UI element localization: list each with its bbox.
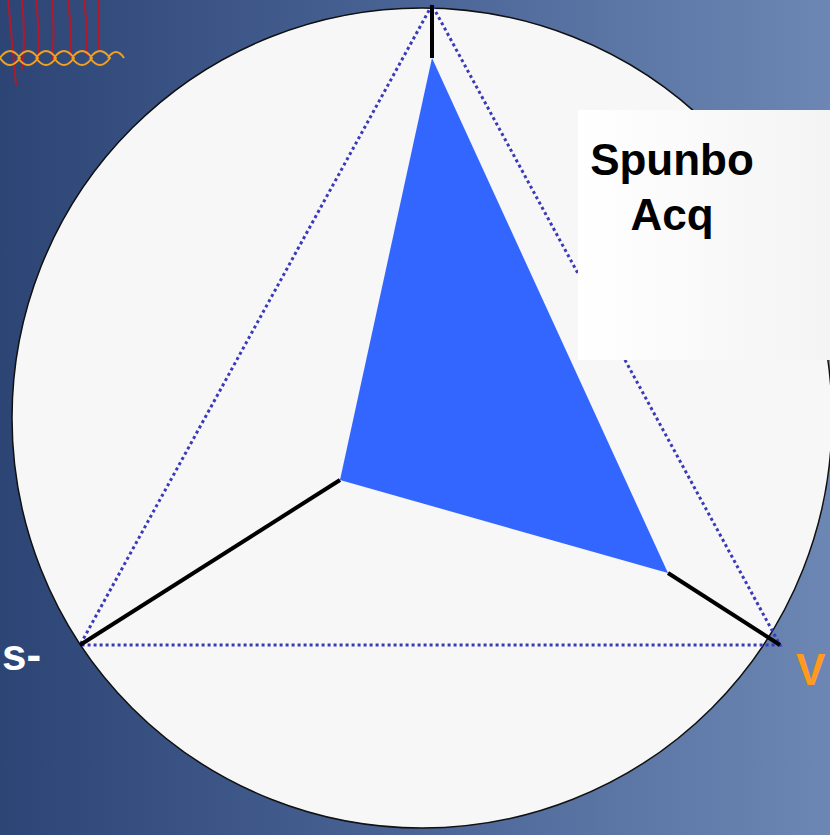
axis-label: s- <box>2 630 41 680</box>
corner-decoration <box>0 0 124 85</box>
panel-title: Spunbo Acq <box>582 132 762 242</box>
background-circle <box>12 8 830 828</box>
axis-label: V <box>796 645 825 695</box>
text-panel: Spunbo Acq <box>578 110 830 360</box>
